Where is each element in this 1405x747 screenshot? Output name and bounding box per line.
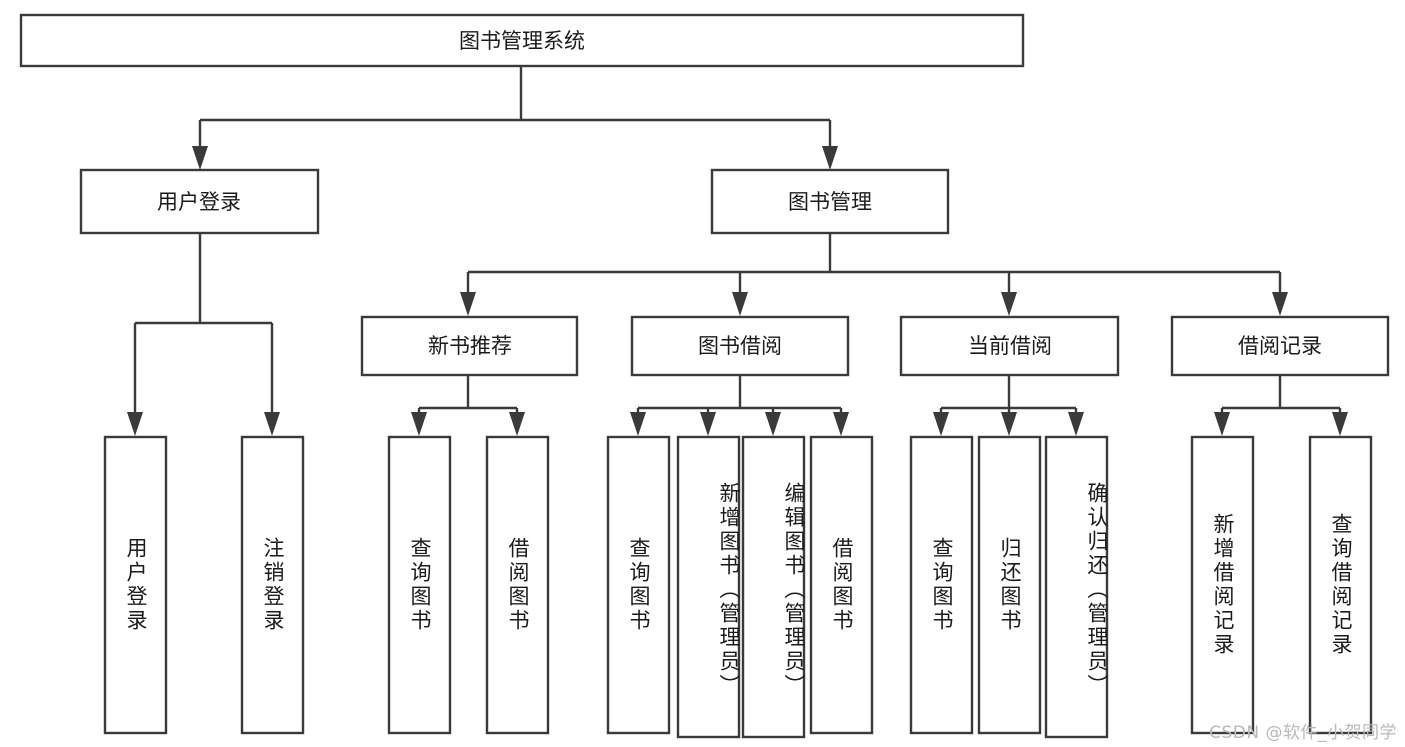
leaf-box-logout[interactable]: [240, 435, 305, 735]
arrow-head-current-borrow-leaf2: [1001, 412, 1017, 436]
arrow-head-new-book: [460, 292, 476, 316]
arrow-head-current-borrow: [1001, 292, 1017, 316]
arrow-head-borrow-record-leaf1: [1214, 412, 1230, 436]
arrow-head-book-mgmt: [822, 146, 838, 170]
arrow-head-current-borrow-leaf3: [1068, 412, 1084, 436]
arrow-head-user-login-leaf2: [264, 412, 280, 436]
node-new-book-recommend-box[interactable]: [360, 315, 579, 377]
leaf-boxes-new-book-recommend: [387, 435, 550, 735]
node-borrow-record[interactable]: 借阅记录: [1170, 315, 1390, 377]
node-book-management-box[interactable]: [710, 168, 950, 235]
leaf-box-user-login[interactable]: [103, 435, 168, 735]
node-root-box[interactable]: [19, 13, 1025, 68]
arrow-head-current-borrow-leaf1: [933, 412, 949, 436]
node-user-login-label: 用户登录: [157, 190, 241, 214]
leaf-box-borrow-book-2[interactable]: [809, 435, 874, 735]
leaf-box-query-book-3[interactable]: [909, 435, 974, 735]
node-current-borrow-label: 当前借阅: [968, 334, 1052, 358]
leaf-boxes-borrow-record: [1190, 435, 1373, 735]
arrow-head-book-borrow-leaf1: [630, 412, 646, 436]
node-root-label: 图书管理系统: [459, 29, 585, 53]
node-current-borrow[interactable]: 当前借阅: [899, 315, 1120, 377]
leaf-box-query-book-1[interactable]: [387, 435, 452, 735]
leaf-box-add-borrow-record[interactable]: [1190, 435, 1255, 735]
arrow-head-borrow-record: [1272, 292, 1288, 316]
leaf-boxes-user-login: [103, 435, 305, 735]
leaf-box-confirm-return-admin[interactable]: [1044, 435, 1109, 739]
arrow-head-book-borrow-leaf3: [765, 412, 781, 436]
node-user-login[interactable]: 用户登录: [79, 168, 320, 235]
leaf-box-query-book-2[interactable]: [606, 435, 671, 735]
leaf-box-add-book-admin[interactable]: [676, 435, 741, 739]
leaf-box-query-borrow-record[interactable]: [1308, 435, 1373, 735]
connector-group: [127, 66, 1348, 436]
node-new-book-recommend[interactable]: 新书推荐: [360, 315, 579, 377]
node-borrow-record-label: 借阅记录: [1238, 334, 1322, 358]
node-book-borrow-label: 图书借阅: [698, 334, 782, 358]
leaf-boxes-book-borrow: [606, 435, 874, 739]
node-book-management[interactable]: 图书管理: [710, 168, 950, 235]
node-book-borrow[interactable]: 图书借阅: [630, 315, 850, 377]
arrow-head-new-book-leaf1: [411, 412, 427, 436]
arrow-head-book-borrow: [732, 292, 748, 316]
arrow-head-book-borrow-leaf4: [833, 412, 849, 436]
node-current-borrow-box[interactable]: [899, 315, 1120, 377]
leaf-box-borrow-book-1[interactable]: [485, 435, 550, 735]
node-root[interactable]: 图书管理系统: [19, 13, 1025, 68]
node-new-book-recommend-label: 新书推荐: [428, 334, 512, 358]
arrow-head-new-book-leaf2: [509, 412, 525, 436]
arrow-head-book-borrow-leaf2: [700, 412, 716, 436]
arrow-head-user-login-leaf1: [127, 412, 143, 436]
node-borrow-record-box[interactable]: [1170, 315, 1390, 377]
arrow-head-user-login: [192, 146, 208, 170]
leaf-boxes-current-borrow: [909, 435, 1109, 739]
node-user-login-box[interactable]: [79, 168, 320, 235]
node-book-borrow-box[interactable]: [630, 315, 850, 377]
leaf-box-return-book[interactable]: [977, 435, 1042, 735]
watermark-text: CSDN @软件_小贺同学: [1209, 723, 1397, 743]
leaf-box-edit-book-admin[interactable]: [741, 435, 806, 739]
arrow-head-borrow-record-leaf2: [1332, 412, 1348, 436]
node-book-management-label: 图书管理: [788, 190, 872, 214]
